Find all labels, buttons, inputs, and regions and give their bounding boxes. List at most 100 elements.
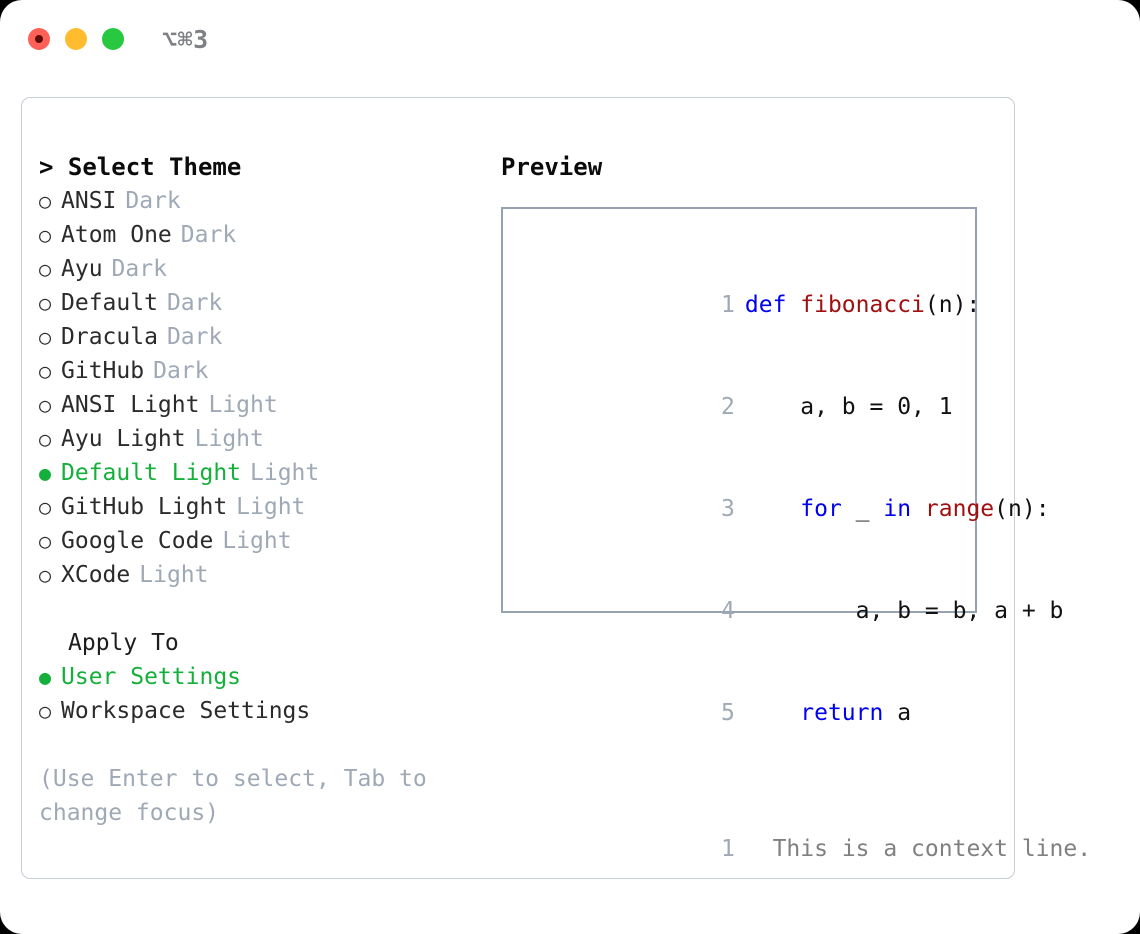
theme-mode-tag: Light: [222, 528, 292, 554]
radio-icon: ○: [39, 325, 52, 349]
code-blank-line: [517, 764, 1091, 798]
code-token: fibonacci: [800, 292, 925, 318]
diff-text: This is a context line.: [772, 836, 1092, 862]
theme-mode-tag: Dark: [153, 358, 209, 384]
code-token: in: [883, 496, 925, 522]
code-token: [745, 496, 800, 522]
radio-icon: ○: [39, 529, 52, 553]
theme-mode-tag: Dark: [125, 188, 181, 214]
line-number: 1: [721, 836, 735, 862]
theme-name: Default Light: [61, 460, 242, 486]
theme-mode-tag: Light: [194, 426, 264, 452]
apply-to-label: Workspace Settings: [61, 698, 311, 724]
theme-item-ansi-dark[interactable]: ○ ANSI Dark: [39, 184, 479, 218]
apply-to-label: User Settings: [61, 664, 242, 690]
line-number: 2: [721, 394, 735, 420]
theme-name: ANSI Light: [61, 392, 200, 418]
theme-mode-tag: Dark: [166, 324, 223, 350]
theme-name: Ayu: [61, 256, 103, 282]
theme-name: Dracula: [61, 324, 158, 350]
theme-mode-tag: Dark: [166, 290, 223, 316]
title-bar: ⌥⌘3: [0, 0, 1140, 78]
diff-line-deleted: 2- This line was deleted.: [517, 900, 1091, 934]
window-controls: [28, 28, 124, 50]
code-token: [745, 700, 800, 726]
theme-item-ayu-dark[interactable]: ○ Ayu Dark: [39, 252, 479, 286]
theme-name: Atom One: [61, 222, 172, 248]
code-token: return: [800, 700, 884, 726]
code-token: for: [800, 496, 842, 522]
diff-prefix: [745, 836, 773, 862]
theme-name: GitHub Light: [61, 494, 228, 520]
code-token: (n):: [994, 496, 1050, 522]
code-token: a: [883, 700, 912, 726]
close-button-icon[interactable]: [28, 28, 50, 50]
preview-heading: Preview: [501, 153, 603, 181]
theme-mode-tag: Light: [236, 494, 306, 520]
theme-mode-tag: Dark: [111, 256, 167, 282]
list-spacer: [39, 592, 479, 626]
theme-item-dracula-dark[interactable]: ○ Dracula Dark: [39, 320, 479, 354]
apply-to-list: ● User Settings ○ Workspace Settings: [39, 660, 479, 728]
main-panel: > Select Theme ○ ANSI Dark ○ Atom One Da…: [21, 97, 1091, 879]
radio-icon: ○: [39, 189, 52, 213]
diff-line-context: 1 This is a context line.: [517, 798, 1091, 900]
keyboard-hint-text: (Use Enter to select, Tab to change focu…: [39, 766, 441, 826]
line-number: 4: [721, 598, 735, 624]
select-theme-heading: > Select Theme: [39, 153, 242, 181]
theme-item-atom-one-dark[interactable]: ○ Atom One Dark: [39, 218, 479, 252]
radio-selected-icon: ●: [39, 665, 52, 689]
apply-to-workspace-settings[interactable]: ○ Workspace Settings: [39, 694, 479, 728]
theme-item-google-code[interactable]: ○ Google Code Light: [39, 524, 479, 558]
theme-item-default-dark[interactable]: ○ Default Dark: [39, 286, 479, 320]
code-line: 2 a, b = 0, 1: [517, 356, 1091, 458]
radio-icon: ○: [39, 393, 52, 417]
code-token: a, b = b, a + b: [744, 598, 1064, 624]
theme-mode-tag: Dark: [180, 222, 237, 248]
theme-list: ○ ANSI Dark ○ Atom One Dark ○ Ayu Dark: [39, 184, 479, 592]
maximize-button-icon[interactable]: [102, 28, 124, 50]
theme-name: Ayu Light: [61, 426, 186, 452]
radio-selected-icon: ●: [39, 461, 52, 485]
theme-name: Default: [61, 290, 158, 316]
theme-item-xcode[interactable]: ○ XCode Light: [39, 558, 479, 592]
radio-icon: ○: [39, 563, 52, 587]
keyboard-shortcut-label: ⌥⌘3: [162, 24, 209, 54]
theme-item-github-dark[interactable]: ○ GitHub Dark: [39, 354, 479, 388]
theme-mode-tag: Light: [208, 392, 278, 418]
apply-to-user-settings[interactable]: ● User Settings: [39, 660, 479, 694]
apply-to-heading: Apply To: [68, 630, 179, 656]
code-line: 3 for _ in range(n):: [517, 458, 1091, 560]
radio-icon: ○: [39, 699, 52, 723]
theme-item-default-light[interactable]: ● Default Light Light: [39, 456, 479, 490]
theme-item-ayu-light[interactable]: ○ Ayu Light Light: [39, 422, 479, 456]
radio-icon: ○: [39, 495, 52, 519]
code-token: range: [924, 496, 995, 522]
theme-name: XCode: [61, 562, 131, 588]
code-token: a, b = 0, 1: [744, 394, 953, 420]
theme-picker-column: > Select Theme ○ ANSI Dark ○ Atom One Da…: [39, 150, 479, 830]
code-line: 4 a, b = b, a + b: [517, 560, 1091, 662]
radio-icon: ○: [39, 359, 52, 383]
code-line: 5 return a: [517, 662, 1091, 764]
code-token: (n):: [924, 292, 981, 318]
theme-item-ansi-light[interactable]: ○ ANSI Light Light: [39, 388, 479, 422]
hint-spacer: [39, 728, 479, 762]
theme-item-github-light[interactable]: ○ GitHub Light Light: [39, 490, 479, 524]
theme-name: ANSI: [61, 188, 117, 214]
radio-icon: ○: [39, 257, 52, 281]
radio-icon: ○: [39, 223, 52, 247]
radio-icon: ○: [39, 291, 52, 315]
theme-name: Google Code: [61, 528, 214, 554]
line-number: 5: [721, 700, 735, 726]
theme-mode-tag: Light: [139, 562, 209, 588]
theme-mode-tag: Light: [250, 460, 320, 486]
code-token: _: [841, 496, 884, 522]
minimize-button-icon[interactable]: [65, 28, 87, 50]
line-number: 3: [721, 496, 735, 522]
